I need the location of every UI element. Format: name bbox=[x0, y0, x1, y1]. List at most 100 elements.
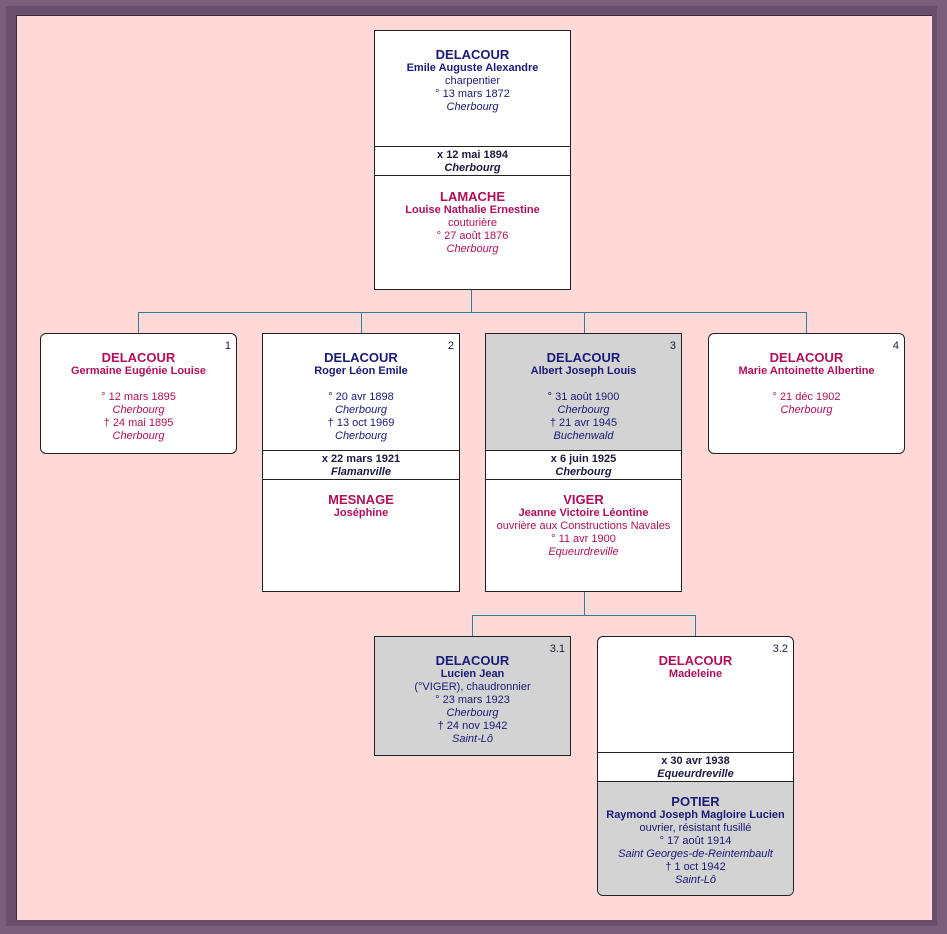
death-place: Cherbourg bbox=[335, 430, 387, 442]
occupation: couturière bbox=[448, 217, 497, 229]
connector-grandchildren-horizontal bbox=[472, 615, 696, 616]
marriage-date: x 6 juin 1925 bbox=[550, 453, 617, 465]
person-child-3[interactable]: DELACOUR Albert Joseph Louis ° 31 août 1… bbox=[486, 334, 681, 443]
connector-children-horizontal bbox=[138, 312, 806, 313]
birth-place: Cherbourg bbox=[335, 404, 387, 416]
child-box-1[interactable]: 1 DELACOUR Germaine Eugénie Louise ° 12 … bbox=[40, 333, 237, 454]
surname: DELACOUR bbox=[324, 350, 398, 365]
given-names: Emile Auguste Alexandre bbox=[406, 62, 539, 74]
connector-child-4 bbox=[806, 312, 807, 333]
connector-root-down bbox=[471, 290, 472, 312]
birth-place: Cherbourg bbox=[112, 404, 165, 416]
marriage-info: x 22 mars 1921 Flamanville bbox=[263, 450, 459, 480]
death-place: Saint-Lô bbox=[452, 733, 493, 745]
child-number: 3.1 bbox=[549, 643, 565, 655]
birth-place: Cherbourg bbox=[446, 243, 499, 255]
person-spouse[interactable]: POTIER Raymond Joseph Magloire Lucien ou… bbox=[598, 782, 793, 895]
birth-date: ° 31 août 1900 bbox=[547, 391, 620, 403]
given-names: Roger Léon Emile bbox=[314, 365, 408, 377]
surname: DELACOUR bbox=[658, 653, 733, 668]
death-date: † 21 avr 1945 bbox=[549, 417, 618, 429]
marriage-place: Equeurdreville bbox=[657, 768, 734, 780]
marriage-date: x 12 mai 1894 bbox=[437, 149, 508, 161]
person-child-4[interactable]: DELACOUR Marie Antoinette Albertine ° 21… bbox=[709, 334, 904, 417]
occupation: ouvrière aux Constructions Navales bbox=[496, 520, 671, 532]
child-number: 4 bbox=[892, 340, 899, 352]
death-date: † 1 oct 1942 bbox=[665, 861, 726, 873]
birth-date: ° 20 avr 1898 bbox=[328, 391, 394, 403]
birth-date: ° 27 août 1876 bbox=[436, 230, 509, 242]
birth-place: Equeurdreville bbox=[548, 546, 619, 558]
marriage-info: x 12 mai 1894 Cherbourg bbox=[375, 146, 570, 176]
child-number: 3 bbox=[669, 340, 676, 352]
birth-place: Cherbourg bbox=[446, 101, 499, 113]
given-names: Jeanne Victoire Léontine bbox=[518, 507, 649, 519]
birth-date: ° 21 déc 1902 bbox=[772, 391, 841, 403]
occupation: (°VIGER), chaudronnier bbox=[414, 681, 531, 693]
surname: VIGER bbox=[563, 492, 604, 507]
birth-date: ° 17 août 1914 bbox=[659, 835, 732, 847]
death-date: † 24 mai 1895 bbox=[103, 417, 174, 429]
birth-date: ° 11 avr 1900 bbox=[551, 533, 616, 545]
child-box-4[interactable]: 4 DELACOUR Marie Antoinette Albertine ° … bbox=[708, 333, 905, 454]
death-date: † 24 nov 1942 bbox=[437, 720, 508, 732]
surname: DELACOUR bbox=[769, 350, 844, 365]
connector-family3-down bbox=[584, 592, 585, 615]
person-grandchild-3-2[interactable]: DELACOUR Madeleine bbox=[598, 637, 793, 681]
root-couple-box[interactable]: DELACOUR Emile Auguste Alexandre charpen… bbox=[374, 30, 571, 290]
occupation: charpentier bbox=[444, 75, 501, 87]
surname: LAMACHE bbox=[440, 189, 505, 204]
occupation: ouvrier, résistant fusillé bbox=[639, 822, 752, 834]
person-grandchild-3-1[interactable]: DELACOUR Lucien Jean (°VIGER), chaudronn… bbox=[375, 637, 570, 746]
surname: MESNAGE bbox=[328, 492, 394, 507]
given-names: Lucien Jean bbox=[440, 668, 505, 680]
marriage-info: x 6 juin 1925 Cherbourg bbox=[486, 450, 681, 480]
given-names: Joséphine bbox=[333, 507, 389, 519]
birth-date: ° 23 mars 1923 bbox=[435, 694, 510, 706]
child-number: 2 bbox=[447, 340, 454, 352]
surname: DELACOUR bbox=[546, 350, 621, 365]
marriage-info: x 30 avr 1938 Equeurdreville bbox=[598, 752, 793, 782]
death-date: † 13 oct 1969 bbox=[327, 417, 395, 429]
birth-date: ° 13 mars 1872 bbox=[435, 88, 510, 100]
child-number: 3.2 bbox=[772, 643, 788, 655]
person-spouse[interactable]: VIGER Jeanne Victoire Léontine ouvrière … bbox=[486, 493, 681, 559]
marriage-date: x 22 mars 1921 bbox=[321, 453, 401, 465]
death-place: Saint-Lô bbox=[675, 874, 716, 886]
grandchild-box-3-1[interactable]: 3.1 DELACOUR Lucien Jean (°VIGER), chaud… bbox=[374, 636, 571, 756]
person-spouse[interactable]: MESNAGE Joséphine bbox=[263, 493, 459, 520]
person-child-1[interactable]: DELACOUR Germaine Eugénie Louise ° 12 ma… bbox=[41, 334, 236, 443]
birth-place: Cherbourg bbox=[780, 404, 833, 416]
given-names: Madeleine bbox=[668, 668, 723, 680]
given-names: Louise Nathalie Ernestine bbox=[405, 204, 540, 216]
child-number: 1 bbox=[224, 340, 231, 352]
birth-date: ° 12 mars 1895 bbox=[101, 391, 176, 403]
surname: DELACOUR bbox=[435, 653, 510, 668]
given-names: Marie Antoinette Albertine bbox=[738, 365, 875, 377]
highlight-background bbox=[486, 334, 681, 450]
connector-child-3 bbox=[584, 312, 585, 333]
grandchild-box-3-2[interactable]: 3.2 DELACOUR Madeleine x 30 avr 1938 Equ… bbox=[597, 636, 794, 896]
death-place: Buchenwald bbox=[553, 430, 614, 442]
person-wife[interactable]: LAMACHE Louise Nathalie Ernestine coutur… bbox=[375, 190, 570, 256]
connector-grandchild-2 bbox=[695, 615, 696, 636]
surname: POTIER bbox=[671, 794, 720, 809]
marriage-place: Cherbourg bbox=[444, 162, 501, 174]
given-names: Germaine Eugénie Louise bbox=[70, 365, 207, 377]
connector-grandchild-1 bbox=[472, 615, 473, 636]
birth-place: Cherbourg bbox=[557, 404, 610, 416]
surname: DELACOUR bbox=[435, 47, 510, 62]
connector-child-1 bbox=[138, 312, 139, 333]
given-names: Albert Joseph Louis bbox=[530, 365, 637, 377]
child-box-2[interactable]: 2 DELACOUR Roger Léon Emile ° 20 avr 189… bbox=[262, 333, 460, 592]
connector-child-2 bbox=[361, 312, 362, 333]
child-box-3[interactable]: 3 DELACOUR Albert Joseph Louis ° 31 août… bbox=[485, 333, 682, 592]
birth-place: Saint Georges-de-Reintembault bbox=[618, 848, 773, 860]
birth-place: Cherbourg bbox=[446, 707, 499, 719]
death-place: Cherbourg bbox=[112, 430, 165, 442]
person-child-2[interactable]: DELACOUR Roger Léon Emile ° 20 avr 1898 … bbox=[263, 334, 459, 443]
person-husband[interactable]: DELACOUR Emile Auguste Alexandre charpen… bbox=[375, 31, 570, 114]
marriage-place: Flamanville bbox=[331, 466, 391, 478]
given-names: Raymond Joseph Magloire Lucien bbox=[606, 809, 785, 821]
surname: DELACOUR bbox=[101, 350, 176, 365]
